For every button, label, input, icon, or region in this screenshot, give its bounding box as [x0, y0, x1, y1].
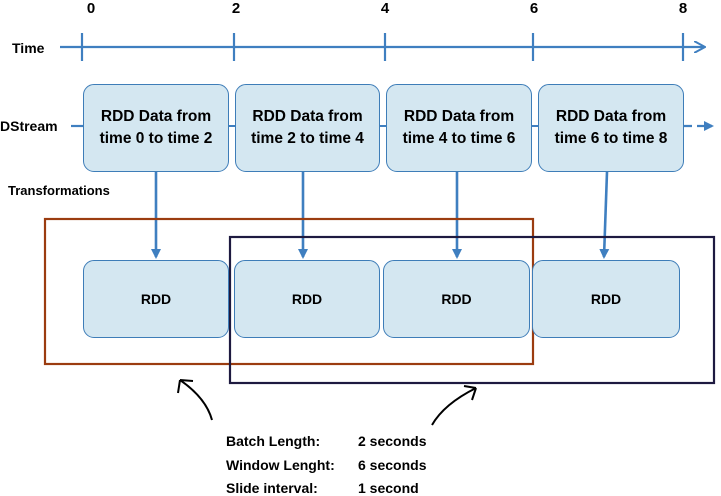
note-window-length-value: 6 seconds	[358, 457, 427, 473]
batch-line1: RDD Data from	[100, 107, 212, 125]
dstream-batch-4: RDD Data from time 6 to time 8	[538, 84, 684, 172]
dstream-batch-2: RDD Data from time 2 to time 4	[235, 84, 380, 172]
rdd-box-1: RDD	[83, 260, 229, 338]
dstream-batch-1: RDD Data from time 0 to time 2	[83, 84, 229, 172]
tick-label-8: 8	[678, 0, 688, 17]
tick-label-4: 4	[380, 0, 390, 17]
time-label: Time	[12, 40, 45, 56]
note-batch-length-key: Batch Length:	[226, 433, 321, 449]
tick-label-0: 0	[86, 0, 96, 17]
tick-label-6: 6	[529, 0, 539, 17]
batch-line1: RDD Data from	[555, 107, 667, 125]
window-frame-2	[228, 235, 716, 385]
time-axis	[60, 33, 704, 61]
batch-line1: RDD Data from	[252, 107, 363, 125]
note-slide-interval-value: 1 second	[358, 480, 419, 496]
rdd-label: RDD	[140, 291, 172, 307]
arrow-4	[599, 171, 610, 259]
batch-line2: time 2 to time 4	[251, 130, 364, 147]
pointer-arrow-right	[431, 385, 477, 426]
batch-line2: time 4 to time 6	[402, 130, 516, 147]
rdd-box-4: RDD	[532, 260, 680, 338]
dstream-batch-3: RDD Data from time 4 to time 6	[386, 84, 532, 172]
rdd-box-3: RDD	[383, 260, 530, 338]
transformation-arrows	[151, 171, 610, 259]
rdd-label: RDD	[590, 291, 622, 307]
note-slide-interval-key: Slide interval:	[226, 480, 318, 496]
transformations-label: Transformations	[8, 183, 110, 198]
rdd-box-2: RDD	[234, 260, 380, 338]
dstream-label: DStream	[0, 118, 58, 134]
note-window-length-key: Window Lenght:	[226, 457, 335, 473]
rdd-label: RDD	[441, 291, 472, 307]
batch-line2: time 0 to time 2	[99, 130, 213, 147]
batch-line1: RDD Data from	[403, 107, 515, 125]
batch-line2: time 6 to time 8	[554, 130, 668, 147]
tick-label-2: 2	[231, 0, 241, 17]
note-batch-length-value: 2 seconds	[358, 433, 427, 449]
rdd-label: RDD	[291, 291, 323, 307]
pointer-arrow-left	[177, 379, 213, 421]
